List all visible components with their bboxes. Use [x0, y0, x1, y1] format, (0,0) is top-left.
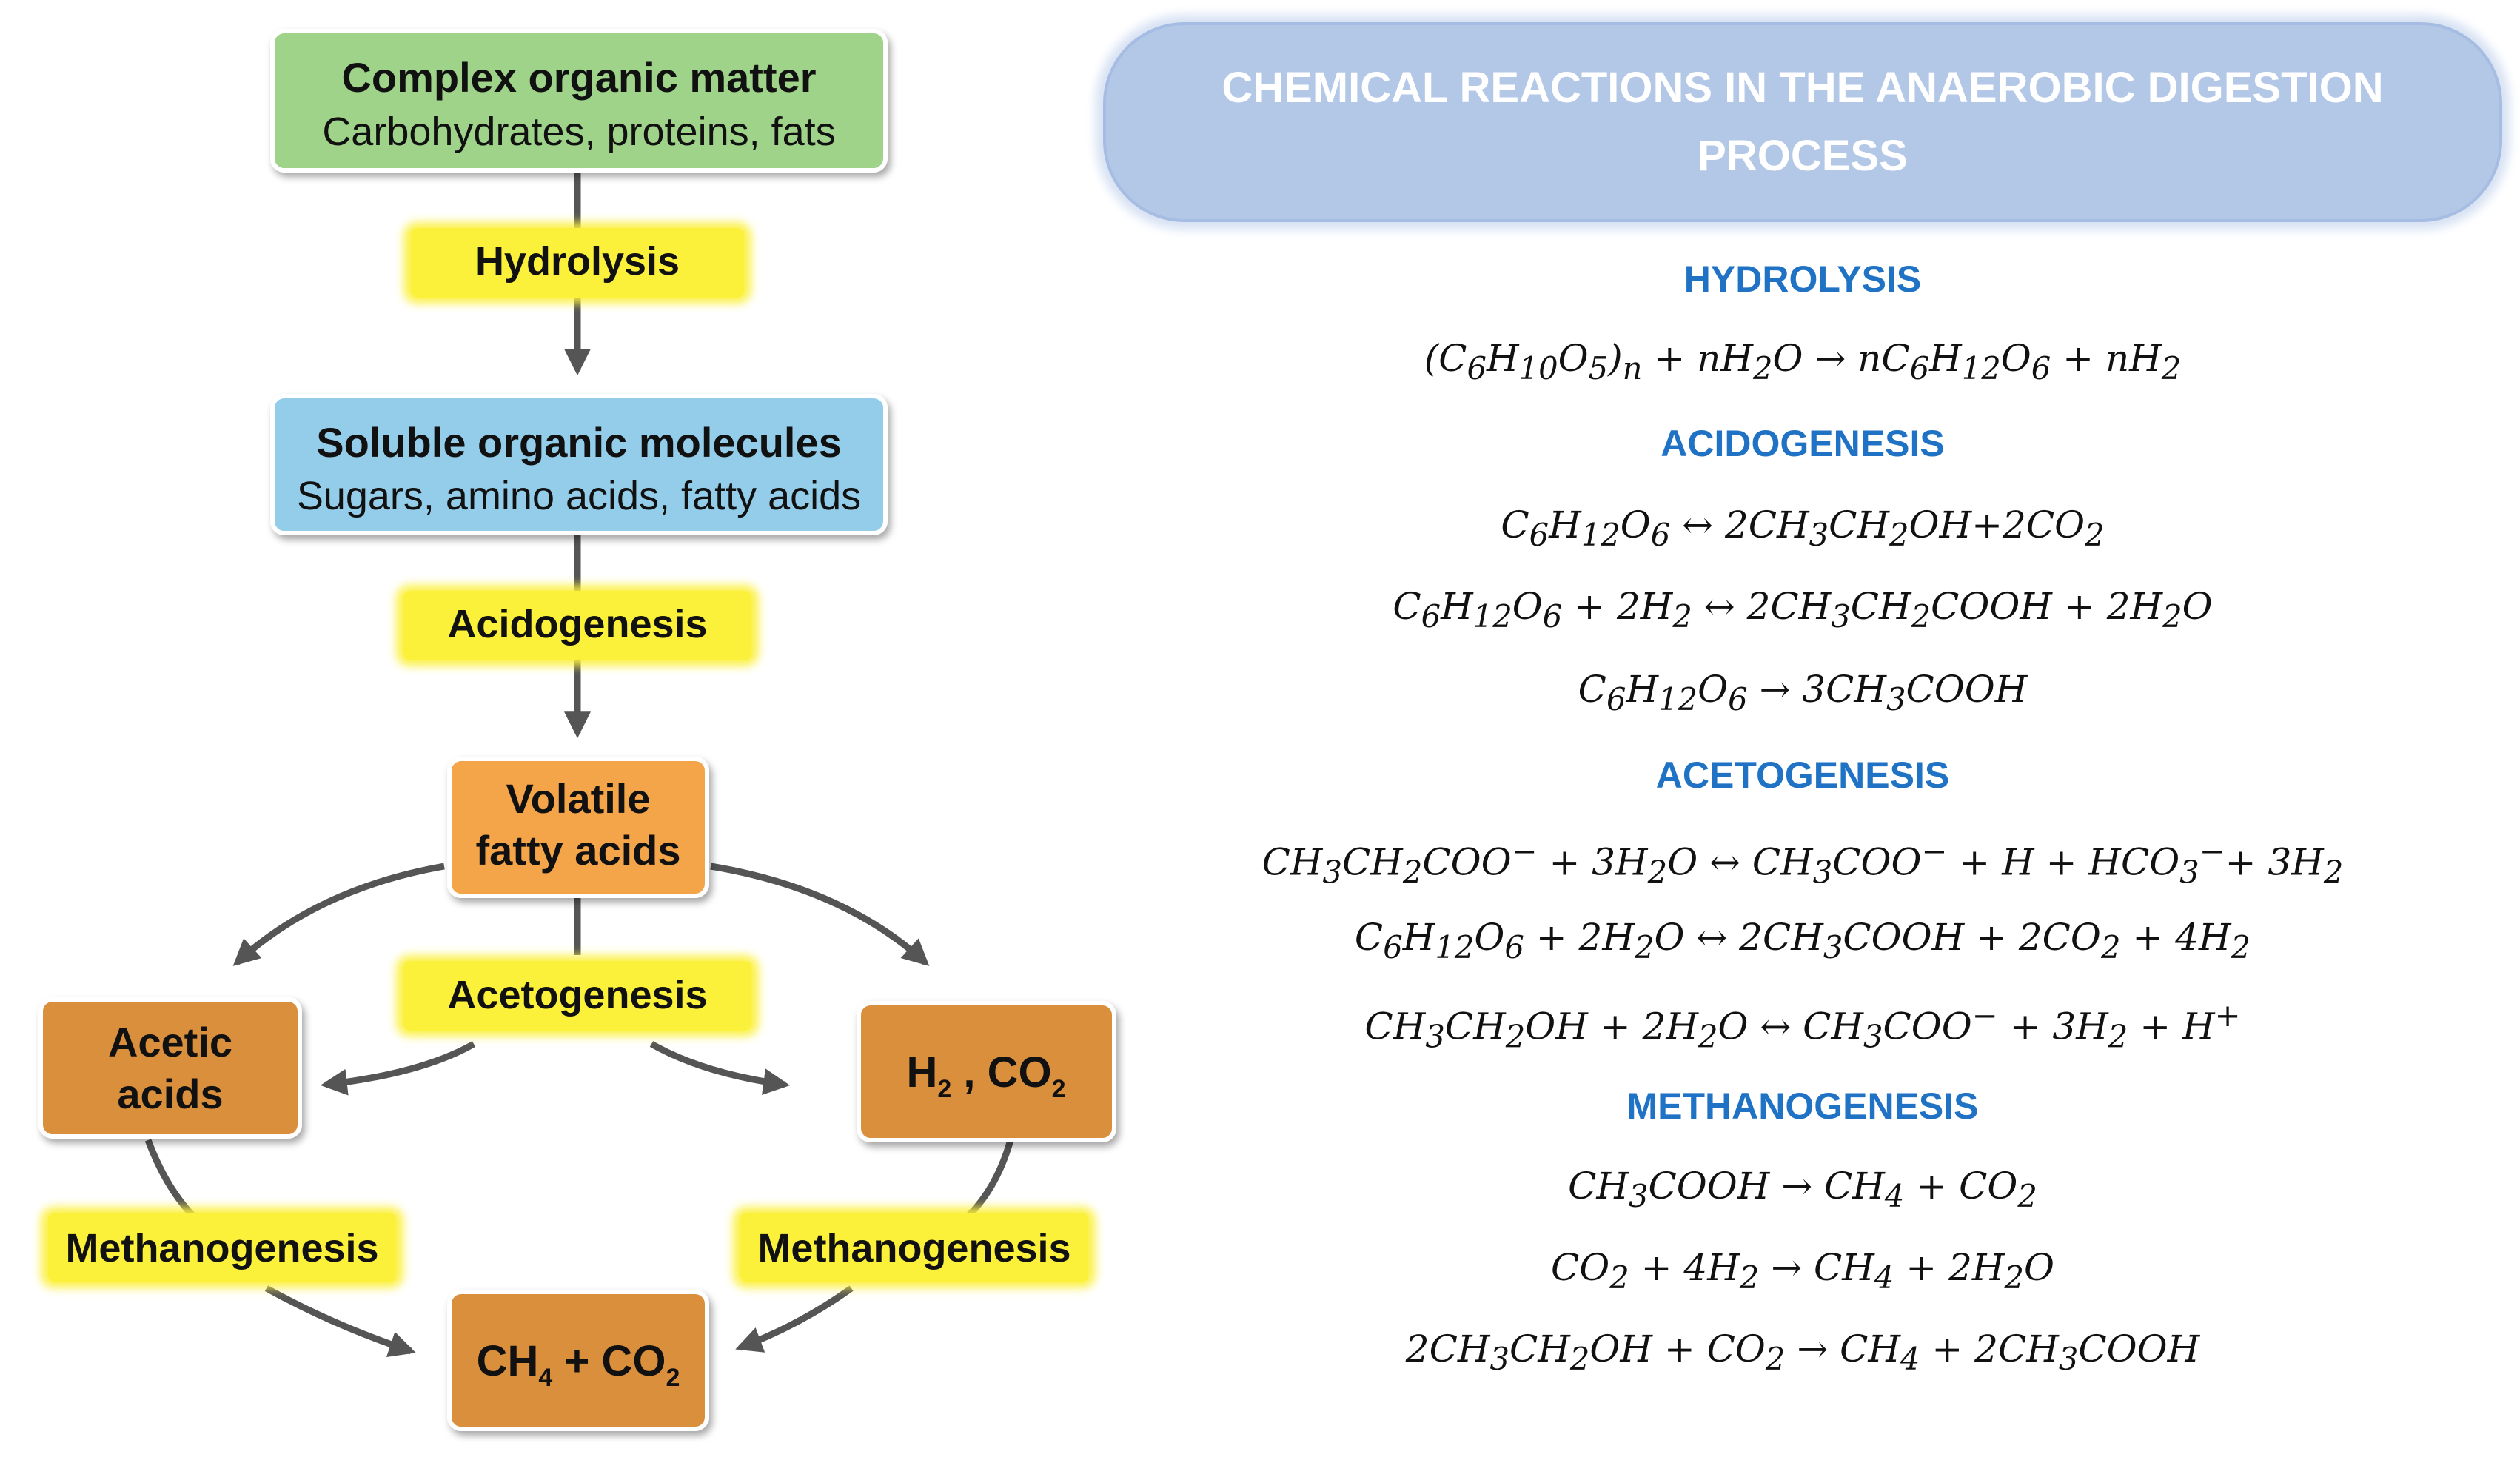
arrow-vfa-to-h2co2 [710, 863, 930, 966]
equation-acidogenesis-3: C6H12O6 → 3CH3COOH [1578, 668, 2028, 717]
arrow-vfa-to-acetic [232, 863, 445, 966]
acetogenesis-label: Acetogenesis [396, 955, 759, 1037]
equation-hydrolysis-1: (C6H10O5)n + nH2O → nC6H12O6 + nH2 [1424, 337, 2182, 386]
arrow-methanogenesis-to-ch4-right [735, 1285, 854, 1353]
complex-title: Complex organic matter [341, 54, 816, 101]
complex-organic-matter-box: Complex organic matter Carbohydrates, pr… [270, 29, 888, 173]
complex-subtitle: Carbohydrates, proteins, fats [322, 110, 835, 154]
soluble-organic-molecules-box: Soluble organic molecules Sugars, amino … [270, 394, 888, 535]
vfa-line2: fatty acids [476, 827, 681, 874]
equation-acidogenesis-1: C6H12O6 ↔ 2CH3CH2OH+2CO2 [1501, 503, 2105, 553]
acetic-line1: Acetic [108, 1019, 232, 1065]
equation-acetogenesis-3: CH3CH2OH + 2H2O ↔ CH3COO− + 3H2 + H+ [1364, 997, 2241, 1055]
methanogenesis-right-label: Methanogenesis [733, 1207, 1096, 1288]
methanogenesis-right-text: Methanogenesis [757, 1226, 1070, 1270]
reactions-header-text: CHEMICAL REACTIONS IN THE ANAEROBIC DIGE… [1222, 64, 2384, 180]
equation-methanogenesis-1: CH3COOH → CH4 + CO2 [1568, 1165, 2037, 1214]
hydrolysis-text: Hydrolysis [475, 239, 680, 284]
acidogenesis-text: Acidogenesis [447, 602, 707, 646]
hydrolysis-label: Hydrolysis [403, 222, 751, 304]
arrow-methanogenesis-to-ch4 [264, 1285, 416, 1357]
arrow-acetogenesis-to-h2co2 [649, 1041, 791, 1095]
reactions-panel: CHEMICAL REACTIONS IN THE ANAEROBIC DIGE… [1103, 22, 2510, 1429]
equation-acidogenesis-2: C6H12O6 + 2H2 ↔ 2CH3CH2COOH + 2H2O [1393, 585, 2213, 634]
section-methanogenesis: METHANOGENESIS [1626, 1085, 1979, 1127]
soluble-subtitle: Sugars, amino acids, fatty acids [297, 474, 861, 518]
methanogenesis-left-text: Methanogenesis [65, 1226, 378, 1270]
arrow-acetogenesis-to-acetic [320, 1041, 476, 1096]
soluble-title: Soluble organic molecules [316, 419, 842, 466]
equation-acetogenesis-2: C6H12O6 + 2H2O ↔ 2CH3COOH + 2CO2 + 4H2 [1354, 916, 2251, 965]
h2-co2-text: H2 , CO2 [906, 1048, 1065, 1103]
ch4-co2-box: CH4 + CO2 [447, 1290, 709, 1431]
acetic-acids-box: Acetic acids [38, 997, 302, 1139]
volatile-fatty-acids-box: Volatile fatty acids [447, 757, 709, 898]
acidogenesis-label: Acidogenesis [396, 585, 759, 666]
acetogenesis-text: Acetogenesis [447, 973, 707, 1017]
process-flow-diagram: Complex organic matter Carbohydrates, pr… [38, 29, 1116, 1431]
h2-co2-box: H2 , CO2 [857, 1001, 1116, 1142]
equation-methanogenesis-3: 2CH3CH2OH + CO2 → CH4 + 2CH3COOH [1405, 1327, 2200, 1377]
equation-methanogenesis-2: CO2 + 4H2 → CH4 + 2H2O [1550, 1246, 2055, 1296]
acetic-line2: acids [117, 1071, 223, 1117]
reactions-header: CHEMICAL REACTIONS IN THE ANAEROBIC DIGE… [1103, 22, 2502, 222]
section-hydrolysis: HYDROLYSIS [1683, 258, 1922, 300]
methanogenesis-left-label: Methanogenesis [41, 1207, 403, 1288]
ch4-co2-text: CH4 + CO2 [477, 1337, 680, 1392]
equation-acetogenesis-1: CH3CH2COO− + 3H2O ↔ CH3COO− + H + HCO3−+… [1261, 833, 2344, 891]
section-acetogenesis: ACETOGENESIS [1655, 754, 1950, 796]
section-acidogenesis: ACIDOGENESIS [1661, 423, 1945, 464]
vfa-line1: Volatile [506, 775, 650, 822]
